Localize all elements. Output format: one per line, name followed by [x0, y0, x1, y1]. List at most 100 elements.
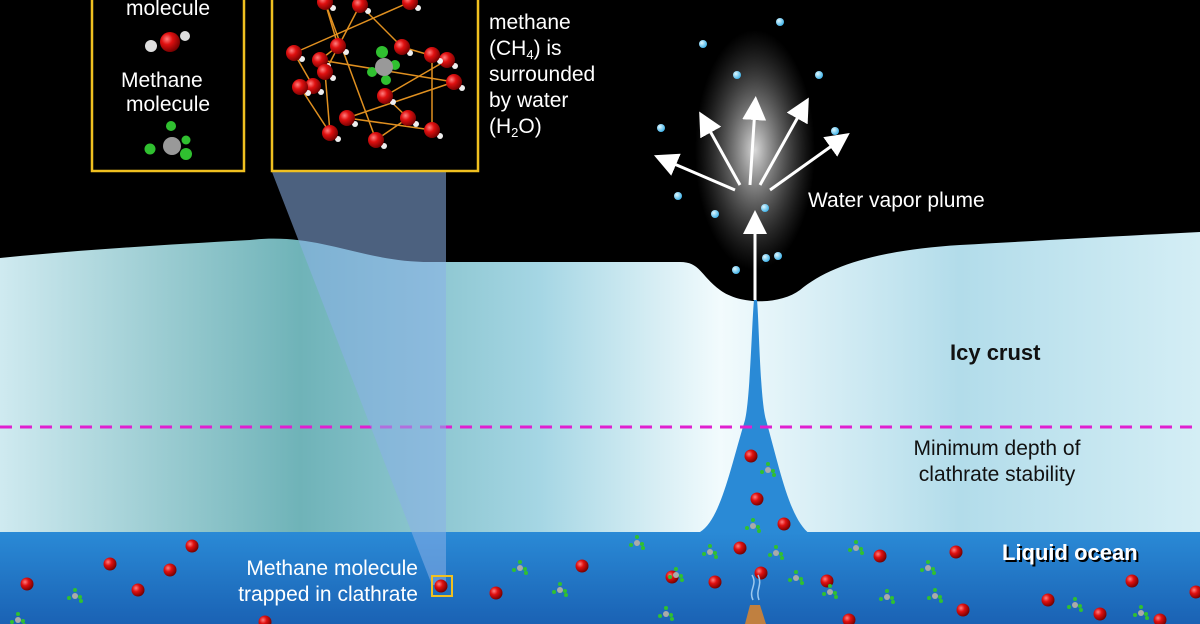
vapor-droplets: [657, 18, 839, 274]
methane-hydrogen: [664, 606, 668, 610]
methane-hydrogen: [523, 567, 527, 571]
methane-hydrogen: [552, 590, 556, 594]
oxygen-molecule: [20, 577, 34, 591]
methane-hydrogen: [926, 560, 930, 564]
methane-carbon: [707, 549, 713, 555]
methane-hydrogen: [860, 551, 864, 555]
clathrate-depth-label: Minimum depth of clathrate stability: [907, 436, 1087, 488]
oxygen-molecule: [258, 615, 272, 624]
methane-molecule: [67, 588, 83, 603]
methane-molecule: [879, 589, 895, 604]
methane-hydrogen: [927, 596, 931, 600]
oxygen-atom: [402, 0, 418, 10]
methane-hydrogen: [757, 529, 761, 533]
oxygen-atom: [292, 79, 308, 95]
text: O): [518, 115, 542, 138]
icy-crust-label: Icy crust: [950, 340, 1041, 365]
methane-hydrogen: [73, 588, 77, 592]
vapor-droplet: [732, 266, 740, 274]
oxygen-molecule: [956, 603, 970, 617]
methane-hydrogen: [794, 570, 798, 574]
methane-molecule: [1067, 597, 1083, 612]
water-conduit: [700, 300, 810, 534]
vapor-droplet: [815, 71, 823, 79]
methane-hydrogen: [890, 596, 894, 600]
methane-hydrogen: [772, 473, 776, 477]
clathrate-cage-box: [270, 0, 480, 173]
oxygen-atom: [330, 38, 346, 54]
methane-hydrogen: [833, 591, 837, 595]
label-line: Methane molecule: [246, 557, 418, 580]
oxygen-atom: [322, 125, 338, 141]
methane-molecule: [760, 462, 776, 477]
vapor-droplet: [674, 192, 682, 200]
methane-hydrogen: [822, 592, 826, 596]
oxygen-molecule: [873, 549, 887, 563]
methane-molecule: [668, 567, 684, 582]
methane-hydrogen: [1133, 613, 1137, 617]
methane-molecule: [10, 612, 26, 624]
caption-line: (CH4) is: [489, 36, 595, 62]
methane-hydrogen: [1078, 604, 1082, 608]
methane-carbon: [72, 593, 78, 599]
methane-carbon: [1072, 602, 1078, 608]
methane-hydrogen: [564, 593, 568, 597]
methane-carbon: [750, 523, 756, 529]
methane-molecule: [745, 518, 761, 533]
oxygen-atom: [317, 0, 333, 10]
vapor-droplet: [711, 210, 719, 218]
methane-hydrogen: [779, 552, 783, 556]
methane-hydrogen: [788, 578, 792, 582]
methane-molecule: [658, 606, 674, 621]
oxygen-molecule: [750, 492, 764, 506]
subscript: 2: [511, 125, 519, 140]
methane-molecule-label-line2: molecule: [126, 93, 211, 116]
methane-hydrogen: [1139, 605, 1143, 609]
methane-molecule: [788, 570, 804, 585]
vapor-droplet: [761, 204, 769, 212]
methane-molecule: [927, 588, 943, 603]
hydrogen-bond: [324, 71, 331, 134]
methane-hydrogen: [10, 620, 14, 624]
methane-carbon: [1138, 610, 1144, 616]
methane-molecule-label-line1: Methane: [121, 69, 203, 92]
methane-carbon: [925, 565, 931, 571]
methane-hydrogen: [669, 613, 673, 617]
methane-hydrogen: [629, 543, 633, 547]
methane-hydrogen: [771, 469, 775, 473]
methane-hydrogen: [885, 589, 889, 593]
methane-molecule: [822, 584, 838, 599]
methane-carbon: [517, 565, 523, 571]
text: (CH: [489, 37, 527, 60]
hydrogen-bond: [346, 81, 455, 119]
hydrogen-bond: [384, 59, 448, 97]
methane-hydrogen: [828, 584, 832, 588]
label-line: trapped in clathrate: [238, 583, 418, 606]
hydrogen-bond: [293, 1, 411, 54]
oxygen-atom: [394, 39, 410, 55]
methane-hydrogen: [760, 470, 764, 474]
methane-hydrogen: [679, 574, 683, 578]
oxygen-atom: [400, 110, 416, 126]
oxygen-atom: [446, 74, 462, 90]
text: ) is: [533, 37, 562, 60]
methane-hydrogen: [674, 567, 678, 571]
methane-hydrogen: [931, 567, 935, 571]
oxygen-atom: [368, 132, 384, 148]
methane-molecule: [1133, 605, 1149, 620]
methane-hydrogen: [563, 589, 567, 593]
oxygen-atom: [312, 52, 328, 68]
oxygen-molecule: [1041, 593, 1055, 607]
oxygen-molecule: [1153, 613, 1167, 624]
methane-hydrogen: [640, 542, 644, 546]
vapor-droplet: [831, 127, 839, 135]
methane-hydrogen: [780, 556, 784, 560]
methane-carbon: [827, 589, 833, 595]
hydrogen-bond: [324, 1, 377, 141]
methane-hydrogen: [668, 575, 672, 579]
vapor-droplet: [774, 252, 782, 260]
methane-hydrogen: [1067, 605, 1071, 609]
oxygen-atom: [377, 88, 393, 104]
methane-carbon: [932, 593, 938, 599]
methane-hydrogen: [702, 552, 706, 556]
